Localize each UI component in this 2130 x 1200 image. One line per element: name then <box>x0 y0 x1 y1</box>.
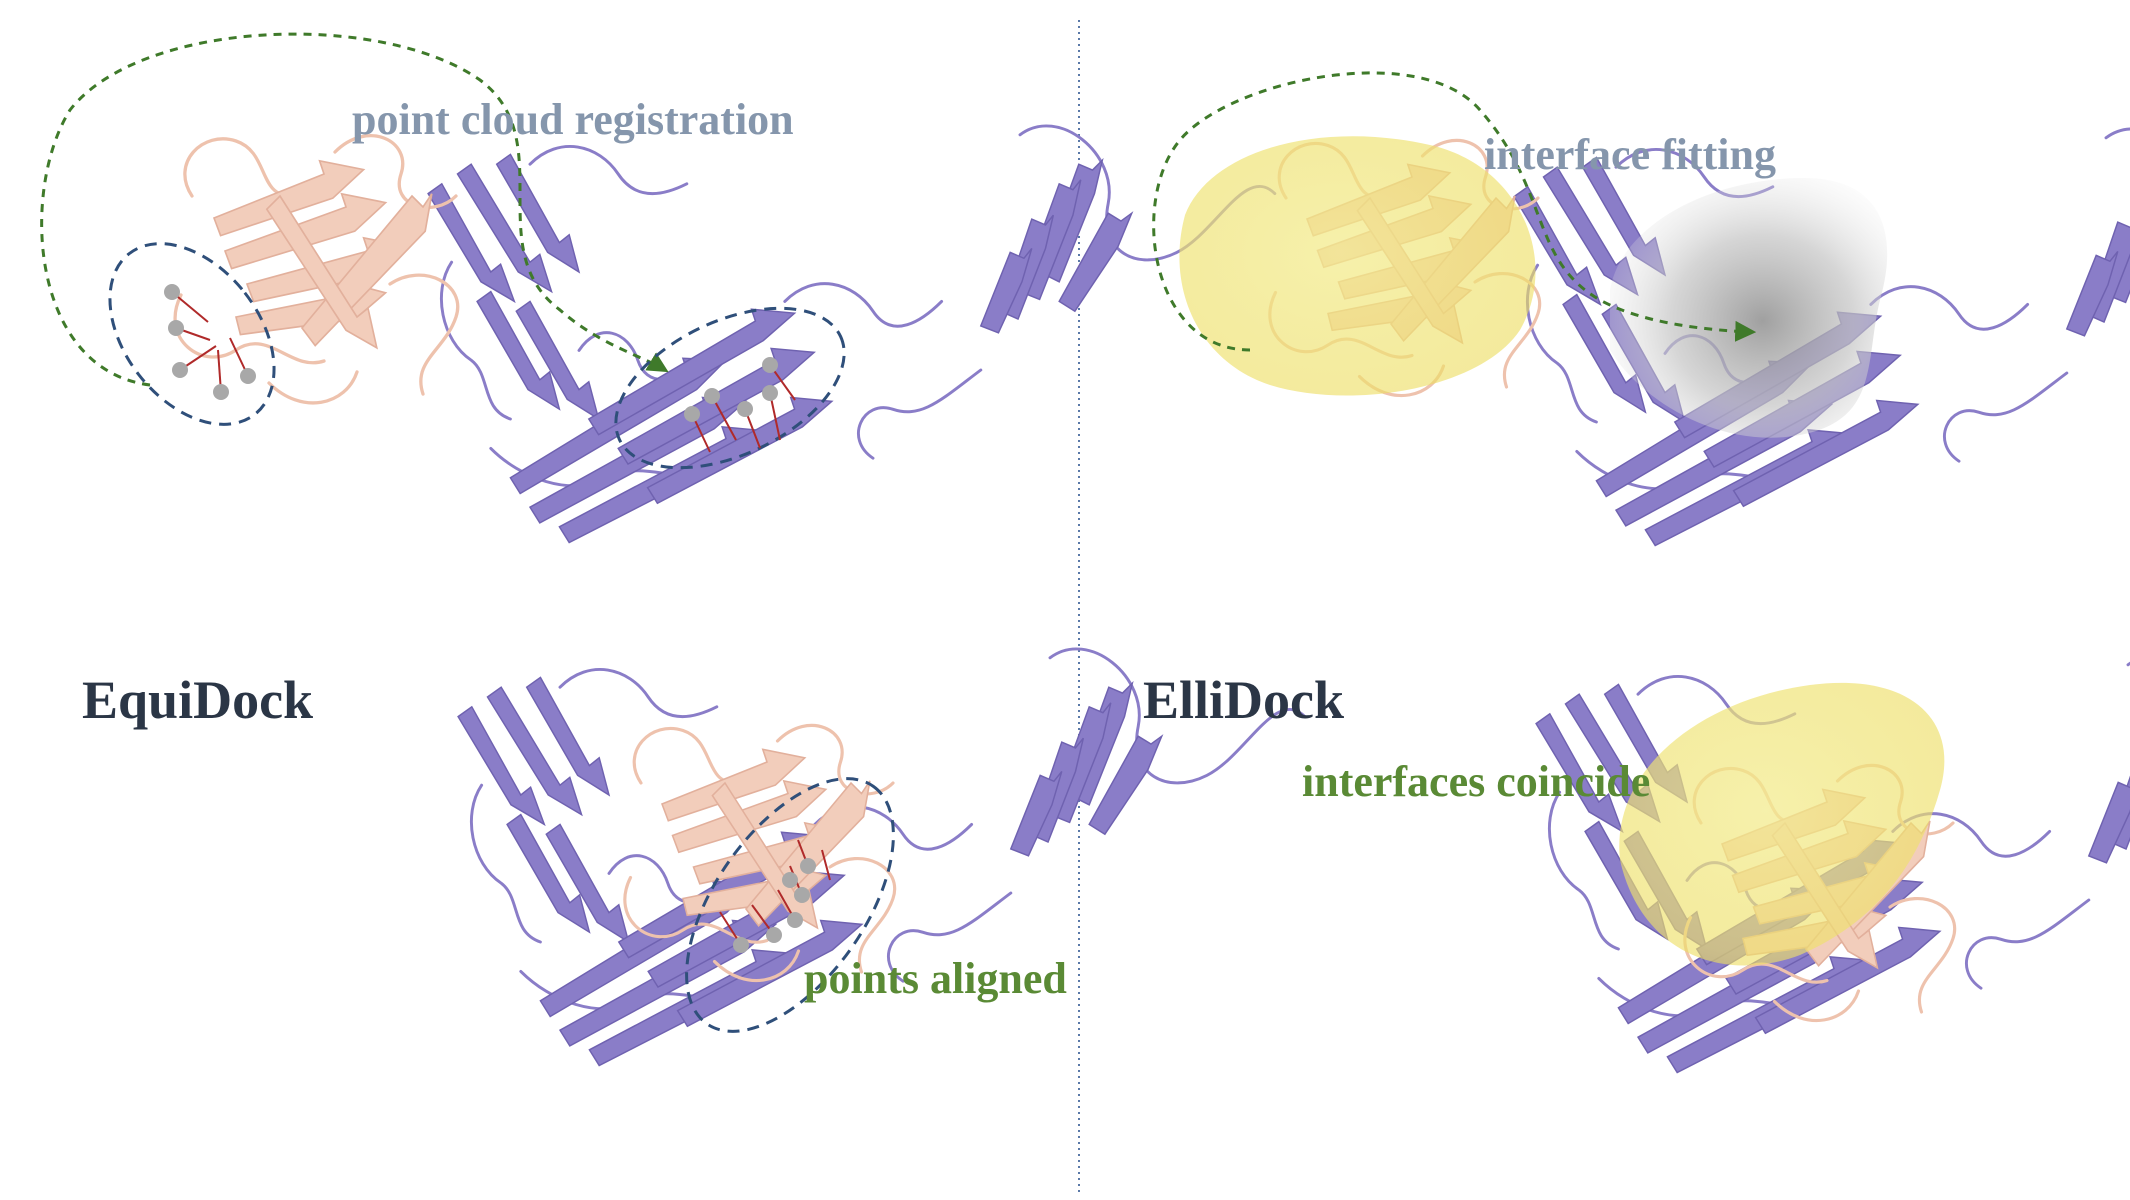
equidock-bottom-panel <box>456 647 1307 1067</box>
equidock-title: EquiDock <box>82 670 314 730</box>
interface-fitting-label: interface fitting <box>1484 130 1776 179</box>
receptor-gray-surface <box>1610 177 1888 438</box>
receptor-protein <box>426 124 1277 544</box>
points-aligned-label: points aligned <box>804 954 1067 1003</box>
receptor-interface-points <box>684 357 778 422</box>
ellidock-bottom-panel <box>1534 654 2130 1074</box>
point-cloud-registration-label: point cloud registration <box>352 95 794 144</box>
coinciding-ellipsoid <box>1619 682 1945 966</box>
ligand-interface-ellipse <box>108 242 276 426</box>
equidock-top-panel <box>40 32 1277 544</box>
trajectory-arrow <box>40 32 669 387</box>
ellidock-title: ElliDock <box>1143 670 1345 730</box>
ligand-interface-points <box>164 284 256 400</box>
ligand-ellipsoid <box>1179 136 1536 396</box>
aligned-interface-ellipse <box>685 777 895 1033</box>
ligand-protein <box>173 134 460 405</box>
fitting-trajectory-arrow <box>1152 71 1757 352</box>
receptor-interface-ellipse <box>614 306 846 470</box>
aligned-interface-points <box>733 858 816 953</box>
interfaces-coincide-label: interfaces coincide <box>1302 757 1651 806</box>
ligand-interface-lines <box>171 291 249 393</box>
ellidock-top-panel <box>1152 71 2130 547</box>
